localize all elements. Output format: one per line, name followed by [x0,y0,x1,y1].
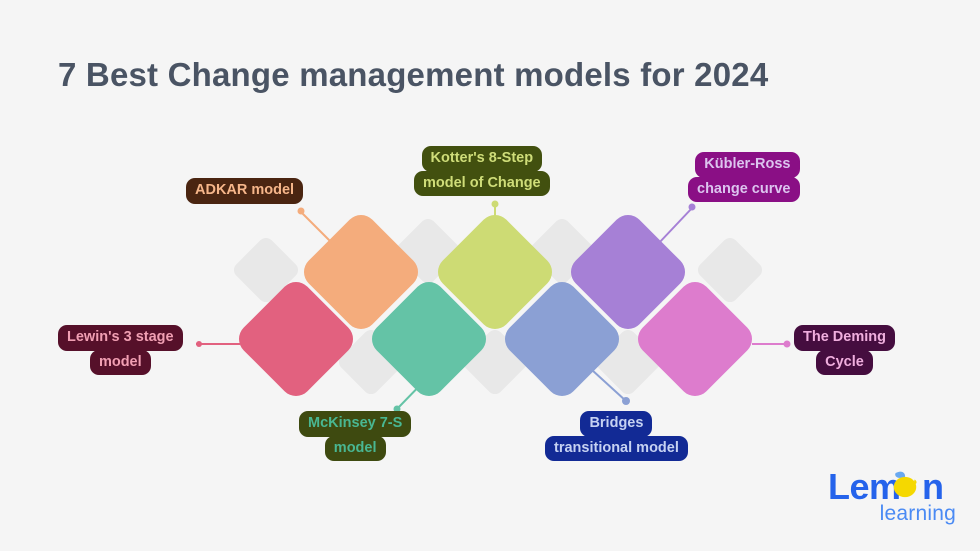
label-lewin-line1: Lewin's 3 stage [58,325,183,351]
label-deming[interactable]: The Deming Cycle [794,325,895,375]
label-lewin[interactable]: Lewin's 3 stage model [58,325,183,375]
label-mckinsey-line1: McKinsey 7-S [299,411,412,437]
lemon-icon [893,471,917,498]
label-adkar[interactable]: ADKAR model [186,178,304,204]
label-bridges-line1: Bridges [580,411,653,437]
label-deming-line1: The Deming [794,325,895,351]
label-mckinsey-line2: model [324,435,386,461]
label-kotter-line2: model of Change [414,170,550,196]
label-kotter[interactable]: Kotter's 8-Step model of Change [414,146,550,196]
label-lewin-line2: model [89,349,151,375]
logo-tagline: learning [879,502,956,525]
logo-word-lem: Lemon [828,466,944,507]
label-kubler-ross[interactable]: Kübler-Ross change curve [688,152,800,202]
label-kubler-line2: change curve [688,176,800,202]
label-adkar-line1: ADKAR model [186,178,304,204]
lemon-learning-logo[interactable]: Lemon learning [828,466,958,532]
label-kotter-line1: Kotter's 8-Step [421,146,543,172]
logo-wordmark: Lemon [828,466,958,507]
label-deming-line2: Cycle [816,349,873,375]
label-mckinsey[interactable]: McKinsey 7-S model [299,411,412,461]
page-title: 7 Best Change management models for 2024 [58,56,769,93]
label-bridges[interactable]: Bridges transitional model [545,411,688,461]
label-bridges-line2: transitional model [545,435,688,461]
label-kubler-line1: Kübler-Ross [695,152,800,178]
